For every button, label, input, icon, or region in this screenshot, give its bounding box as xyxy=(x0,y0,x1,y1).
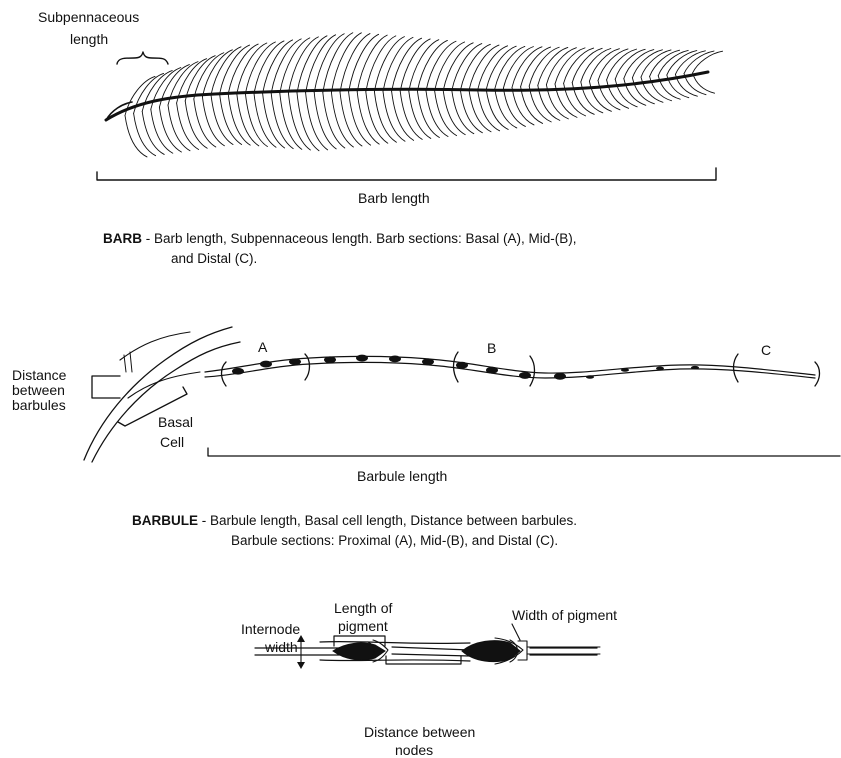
length-pigment-line2: pigment xyxy=(338,618,388,634)
barbule-node xyxy=(389,355,401,362)
barbule-caption-bold: BARBULE xyxy=(132,513,198,528)
barbule-section-brackets xyxy=(222,352,820,386)
section-b-label: B xyxy=(487,340,496,356)
barbule-node xyxy=(260,361,272,368)
barbule-node xyxy=(691,366,699,370)
distance-nodes-line2: nodes xyxy=(395,742,433,758)
distance-barbules-line2: between xyxy=(12,382,65,398)
barb-illustration xyxy=(106,33,723,157)
barbule-length-bracket xyxy=(208,448,840,456)
barbule-node xyxy=(621,368,629,372)
internode-width-line1: Internode xyxy=(241,621,300,637)
barbule-node xyxy=(554,373,566,380)
basal-cell-line2: Cell xyxy=(160,434,184,450)
barbule-node xyxy=(586,375,594,379)
barbule-node xyxy=(519,372,531,379)
barbule-node xyxy=(289,358,301,365)
barb-upper-filaments xyxy=(125,33,723,116)
barbule-caption-line1: BARBULE - Barbule length, Basal cell len… xyxy=(132,513,577,528)
barb-caption-line2: and Distal (C). xyxy=(171,251,257,266)
basal-cell-line1: Basal xyxy=(158,414,193,430)
barbule-node xyxy=(356,355,368,362)
distance-barbules-bracket xyxy=(92,376,120,398)
barbule-caption-line2: Barbule sections: Proximal (A), Mid-(B),… xyxy=(231,533,558,548)
distance-barbules-line3: barbules xyxy=(12,397,66,413)
section-a-label: A xyxy=(258,339,268,355)
section-c-label: C xyxy=(761,342,771,358)
subpennaceous-brace xyxy=(117,52,168,64)
barb-filament xyxy=(684,51,714,74)
barb-caption-line1: BARB - Barb length, Subpennaceous length… xyxy=(103,231,576,246)
distance-nodes-line1: Distance between xyxy=(364,724,475,740)
barbule-caption-text: - Barbule length, Basal cell length, Dis… xyxy=(198,513,577,528)
barbule-length-label: Barbule length xyxy=(357,468,447,484)
internode-width-line2: width xyxy=(264,639,298,655)
width-pigment-leader xyxy=(512,624,520,640)
barbule-node xyxy=(422,358,434,365)
pigment-node-1 xyxy=(333,643,385,660)
subpennaceous-label-line2: length xyxy=(70,31,108,47)
barb-filament xyxy=(693,51,723,73)
barb-length-label: Barb length xyxy=(358,190,430,206)
barbule-node xyxy=(486,367,498,374)
barbule-illustration xyxy=(84,327,815,462)
barbule-node xyxy=(456,362,468,369)
distance-barbules-line1: Distance xyxy=(12,367,67,383)
barb-length-bracket xyxy=(97,168,716,180)
barbule-node xyxy=(324,356,336,363)
barb-caption-bold: BARB xyxy=(103,231,142,246)
width-pigment-label: Width of pigment xyxy=(512,607,617,623)
barbule-node xyxy=(232,368,244,375)
subpennaceous-label-line1: Subpennaceous xyxy=(38,9,139,25)
length-pigment-line1: Length of xyxy=(334,600,392,616)
barb-filament xyxy=(228,44,258,94)
barbule-node xyxy=(656,367,664,371)
barb-filament xyxy=(220,45,250,94)
barb-caption-text: - Barb length, Subpennaceous length. Bar… xyxy=(142,231,576,246)
